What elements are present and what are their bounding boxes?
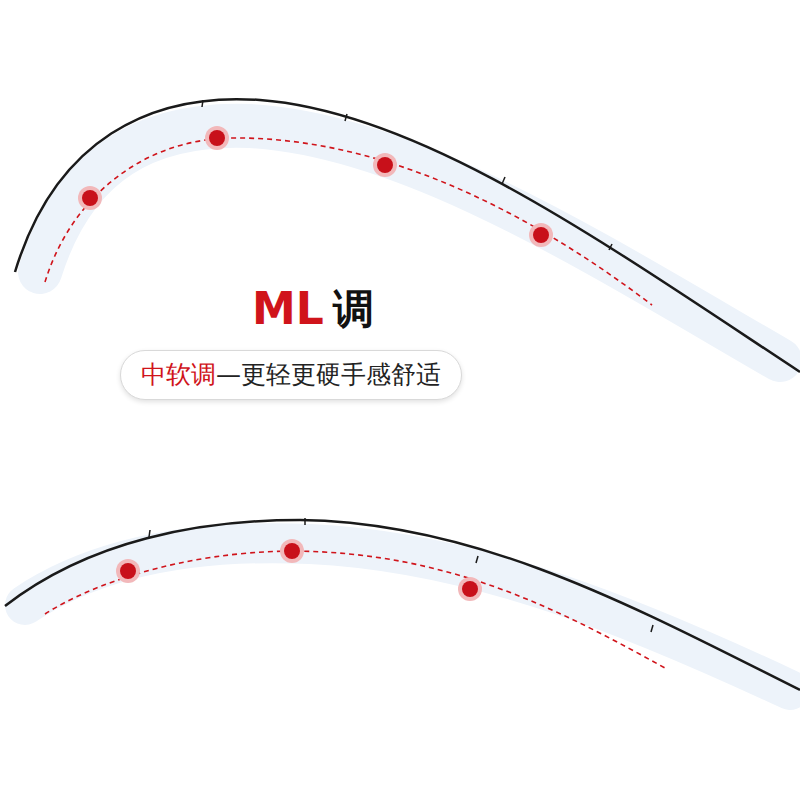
rod-band — [25, 543, 790, 690]
rod-band — [40, 126, 780, 360]
rod-guides — [149, 518, 653, 632]
rod-curve — [5, 520, 800, 690]
rod-guides — [202, 100, 612, 250]
bend-points — [78, 126, 553, 247]
feature-text: —更轻更硬手感舒适 — [216, 360, 441, 390]
feature-highlight: 中软调 — [141, 360, 216, 390]
bend-line — [45, 551, 665, 668]
spec-suffix: 调 — [333, 287, 374, 332]
spec-code: ML — [252, 285, 324, 333]
bend-points — [116, 539, 482, 601]
rod-curve — [15, 99, 800, 372]
feature-pill: 中软调—更轻更硬手感舒适 — [120, 350, 462, 400]
bend-line — [45, 138, 652, 305]
